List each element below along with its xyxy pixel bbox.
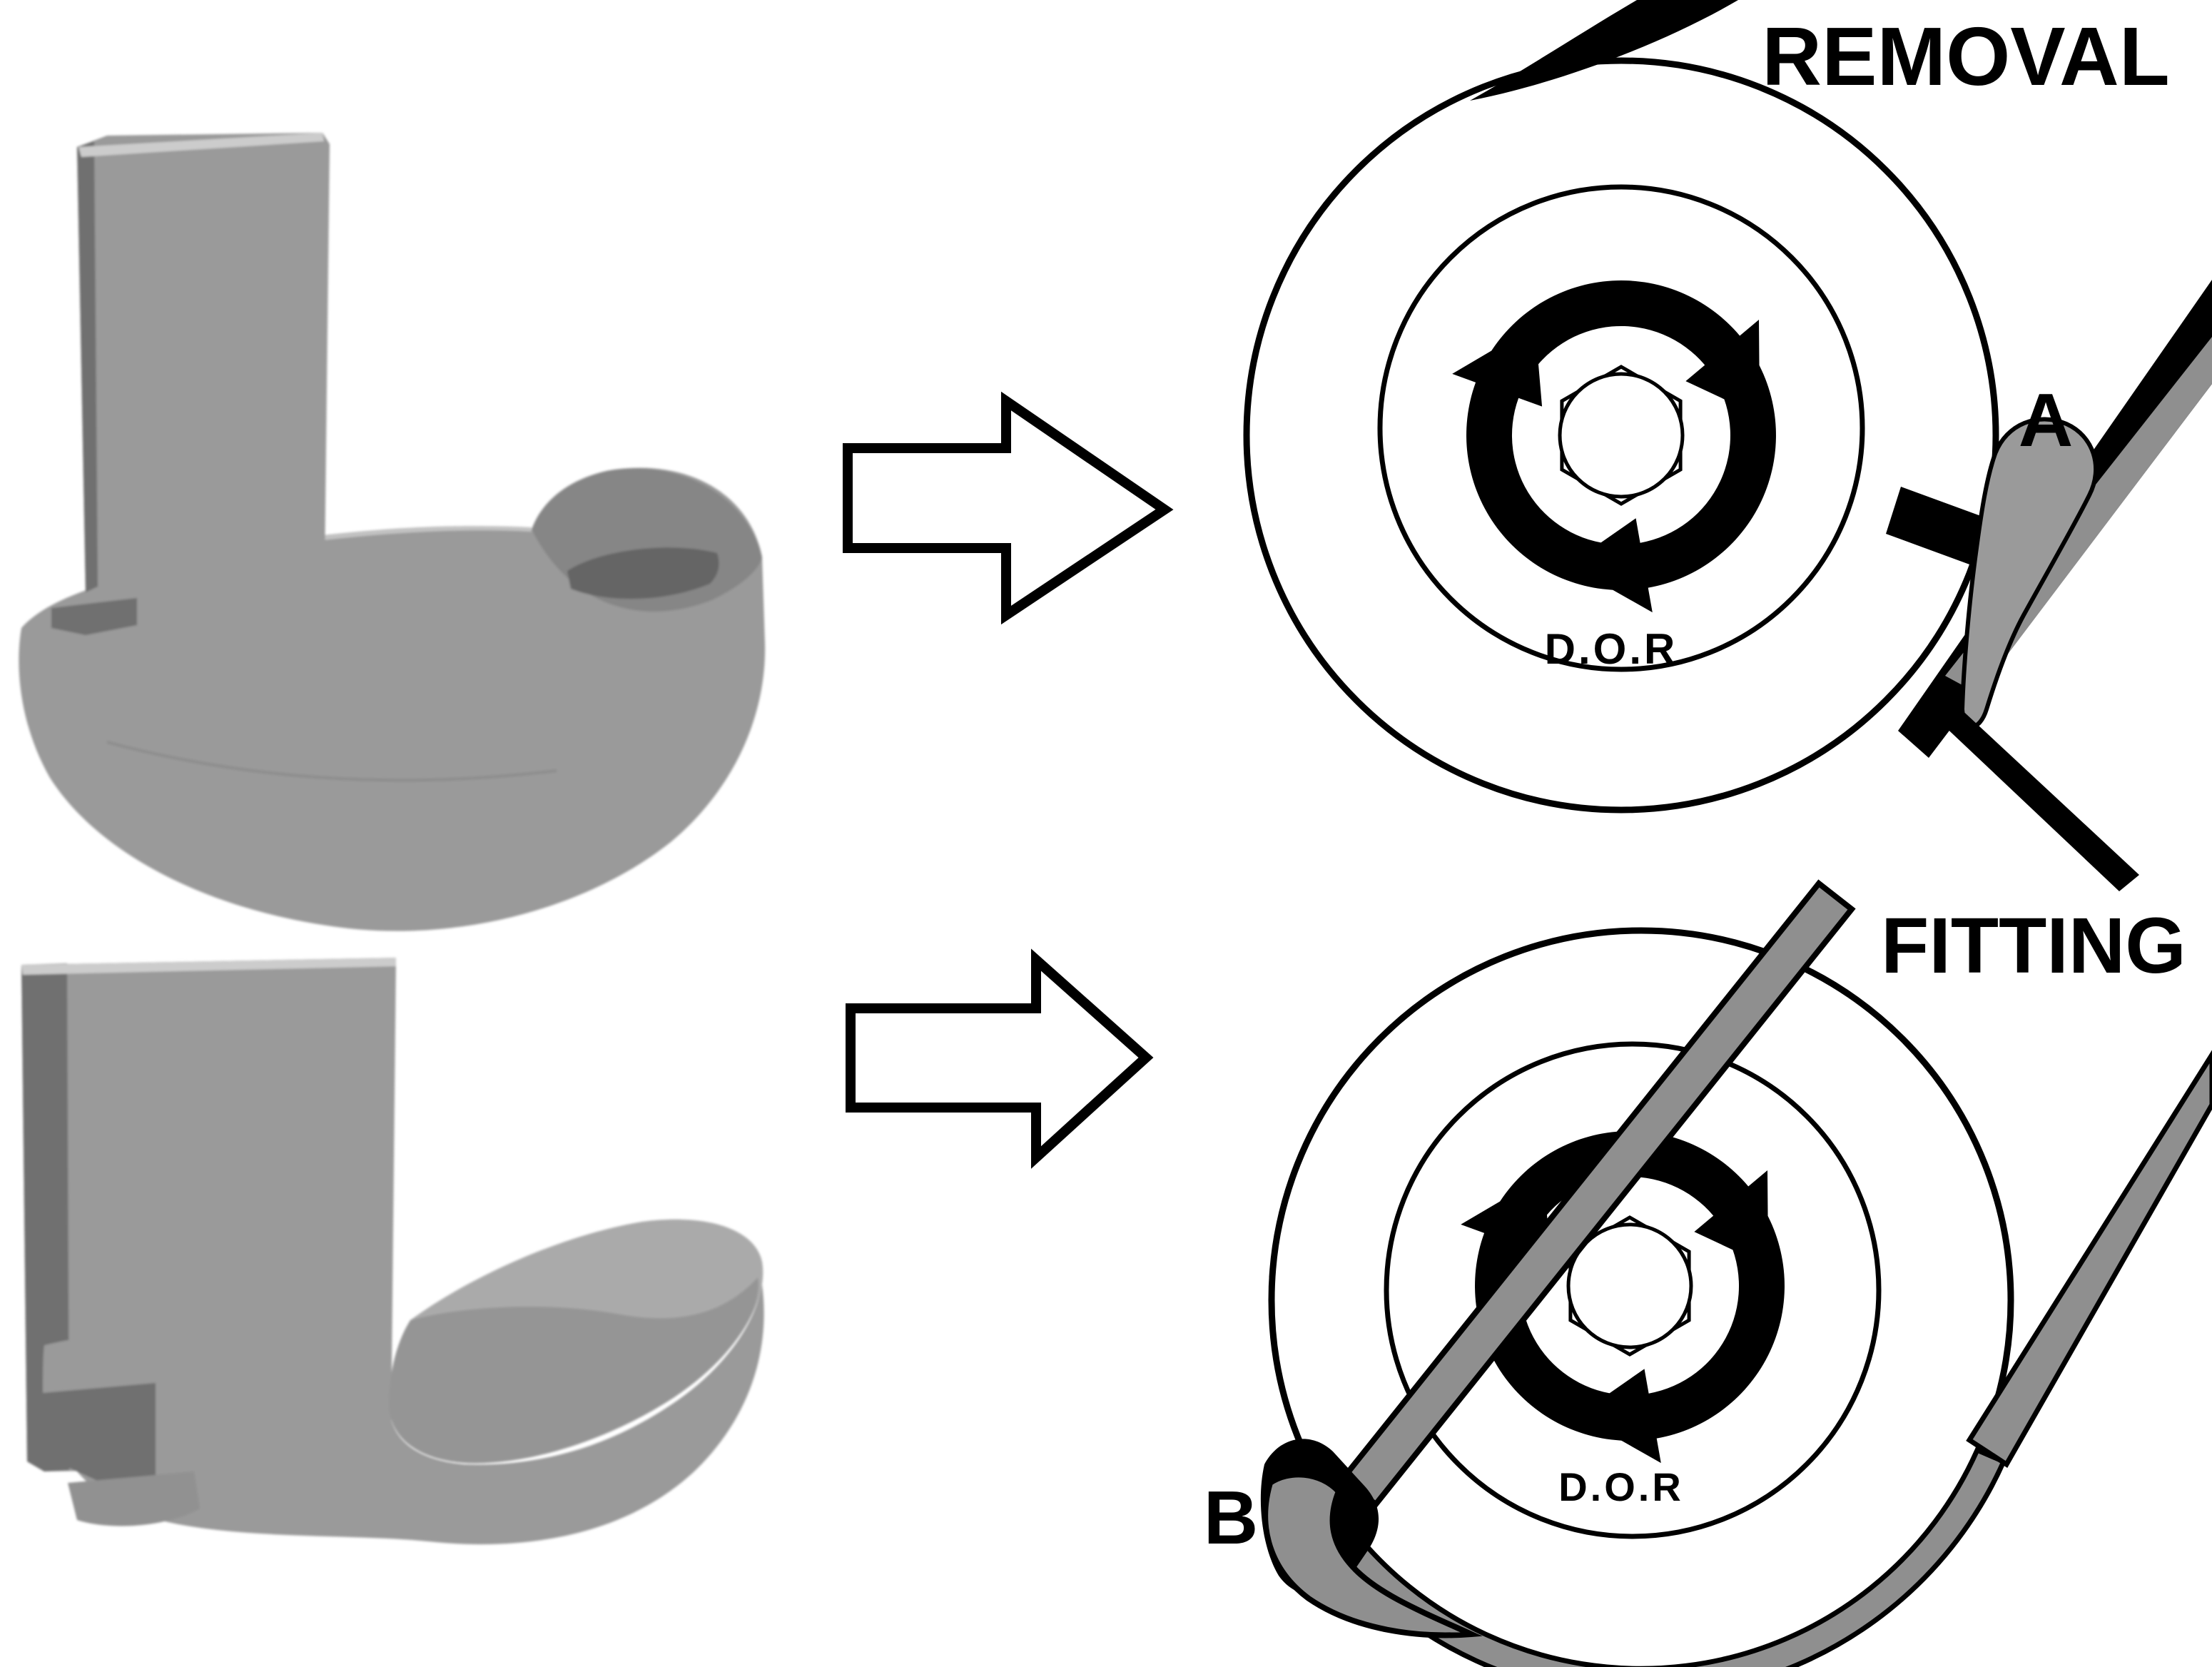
tool1-front-crease: [106, 741, 557, 782]
removal-belt-lower: [1939, 705, 2139, 891]
tool1-tab-left-edge: [77, 141, 98, 592]
fitting-tool-claw: [1262, 1471, 1483, 1638]
tool1-tab-face: [77, 133, 330, 592]
fitting-hex-bolt-icon: [1566, 1215, 1693, 1357]
tool2-notch: [43, 1383, 156, 1486]
removal-title: REMOVAL: [1762, 10, 2169, 103]
fitting-point-b-label: B: [1204, 1476, 1259, 1560]
tool2-front-mass: [43, 1285, 764, 1545]
tool1-tab-top-highlight: [78, 133, 324, 157]
fitting-title: FITTING: [1881, 902, 2186, 990]
flow-arrow-removal: [843, 391, 1174, 625]
removal-hex-bolt-icon: [1558, 365, 1685, 506]
tool1-notch: [51, 598, 137, 635]
tool2-tab-top-highlight: [21, 958, 396, 975]
fitting-belt-straight: [1966, 1050, 2212, 1468]
fitting-dor-label: D.O.R: [1558, 1464, 1684, 1509]
tool-photo-fitting-side: [21, 958, 764, 1545]
removal-dor-label: D.O.R: [1545, 625, 1678, 673]
flow-arrow-fitting: [846, 948, 1154, 1169]
tool-photo-removal-side: [19, 133, 766, 931]
removal-belt-top: [1470, 0, 1738, 101]
tool1-trough-slot: [567, 547, 719, 599]
tool2-bowl-shadow: [389, 1277, 759, 1464]
fitting-diagram: D.O.R FITTING B: [1204, 879, 2212, 1667]
removal-diagram: D.O.R REMOVAL A: [1243, 0, 2212, 891]
tool2-foot: [68, 1471, 200, 1526]
removal-tool-tip: [1959, 417, 2099, 729]
removal-point-a-label: A: [2019, 378, 2074, 462]
